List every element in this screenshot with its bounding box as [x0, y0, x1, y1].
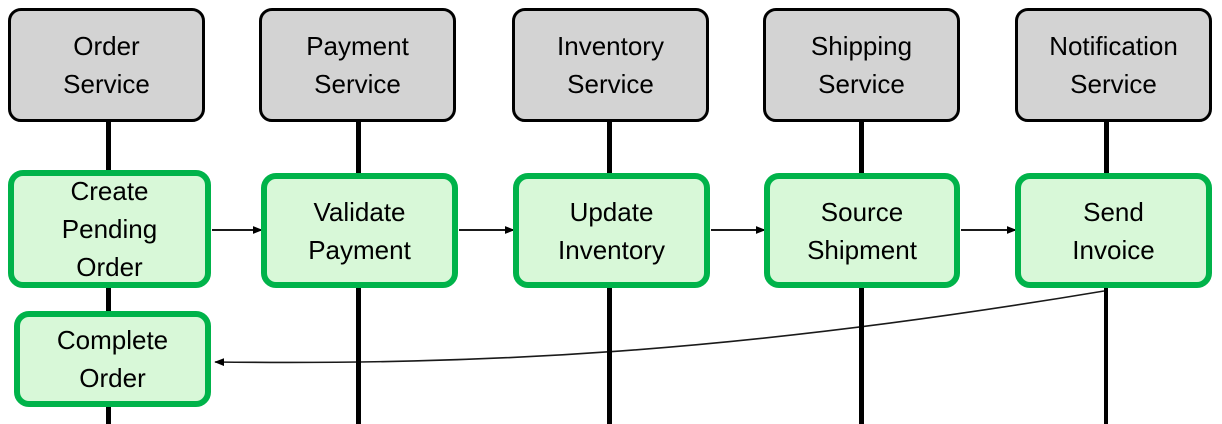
lifeline-inventory: [606, 122, 612, 175]
participant-notification[interactable]: Notification Service: [1015, 8, 1212, 122]
lifeline-shipping: [858, 286, 864, 424]
lifeline-payment: [355, 286, 361, 424]
participant-label: Notification Service: [1049, 31, 1178, 99]
lifeline-order: [105, 286, 111, 313]
lifeline-order: [105, 405, 111, 424]
lifeline-shipping: [858, 122, 864, 175]
activation-label: Send Invoice: [1072, 196, 1155, 265]
activation-label: Source Shipment: [807, 196, 917, 265]
participant-label: Inventory Service: [557, 31, 664, 99]
participant-order[interactable]: Order Service: [8, 8, 205, 122]
activation-update-inventory[interactable]: Update Inventory: [513, 173, 710, 288]
activation-label: Complete Order: [56, 325, 169, 393]
participant-inventory[interactable]: Inventory Service: [512, 8, 709, 122]
activation-source-shipment[interactable]: Source Shipment: [764, 173, 960, 288]
activation-send-invoice[interactable]: Send Invoice: [1015, 173, 1212, 288]
lifeline-payment: [355, 122, 361, 175]
participant-label: Shipping Service: [810, 31, 913, 99]
activation-complete-order[interactable]: Complete Order: [14, 311, 211, 407]
participant-label: Payment Service: [306, 31, 409, 99]
edge-send-invoice-to-complete-order: [214, 290, 1105, 367]
participant-label: Order Service: [63, 31, 150, 99]
participant-shipping[interactable]: Shipping Service: [763, 8, 960, 122]
activation-label: Update Inventory: [558, 196, 665, 265]
activation-validate-payment[interactable]: Validate Payment: [261, 173, 458, 288]
lifeline-order: [105, 122, 111, 172]
lifeline-notification: [1104, 286, 1108, 424]
lifeline-notification: [1103, 122, 1109, 175]
participant-payment[interactable]: Payment Service: [259, 8, 456, 122]
activation-label: Validate Payment: [308, 196, 411, 265]
activation-create-pending-order[interactable]: Create Pending Order: [8, 170, 211, 288]
lifeline-inventory: [606, 286, 612, 424]
activation-label: Create Pending Order: [61, 176, 158, 282]
